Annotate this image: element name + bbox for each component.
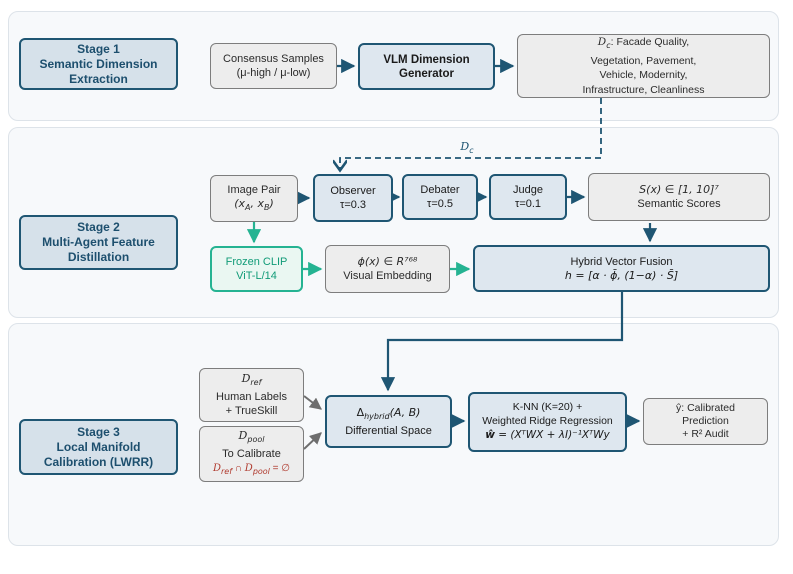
delta-symbol: Δ bbox=[356, 405, 365, 419]
dimension-set-box: Dc: Facade Quality, Vegetation, Pavement… bbox=[517, 34, 770, 98]
dpool-symbol: D bbox=[238, 429, 248, 442]
image-pair-box: Image Pair (xA, xB) bbox=[210, 175, 298, 222]
frozen-clip-box: Frozen CLIP ViT-L/14 bbox=[210, 246, 303, 292]
ridge-formula: ŵ = (XᵀWX + λI)⁻¹XᵀWy bbox=[485, 429, 610, 442]
differential-space-box: Δhybrid(A, B) Differential Space bbox=[325, 395, 452, 448]
dpool-box: Dpool To Calibrate Dref ∩ Dpool = ∅ bbox=[199, 426, 304, 482]
consensus-samples-box: Consensus Samples (μ-high / μ-low) bbox=[210, 43, 337, 89]
judge-agent-box: Judge τ=0.1 bbox=[489, 174, 567, 220]
stage3-label: Stage 3 Local Manifold Calibration (LWRR… bbox=[19, 419, 178, 475]
knn-ridge-box: K-NN (K=20) + Weighted Ridge Regression … bbox=[468, 392, 627, 452]
disjoint-constraint: Dref ∩ Dpool = ∅ bbox=[212, 463, 291, 476]
semantic-scores-box: S(x) ∈ [1, 10]⁷ Semantic Scores bbox=[588, 173, 770, 221]
visual-embedding-box: ϕ(x) ∈ R⁷⁶⁸ Visual Embedding bbox=[325, 245, 450, 293]
vlm-generator-box: VLM Dimension Generator bbox=[358, 43, 495, 90]
debater-agent-box: Debater τ=0.5 bbox=[402, 174, 478, 220]
dc-edge-label: Dc bbox=[460, 140, 474, 155]
dref-box: Dref Human Labels + TrueSkill bbox=[199, 368, 304, 422]
observer-agent-box: Observer τ=0.3 bbox=[313, 174, 393, 222]
hybrid-fusion-box: Hybrid Vector Fusion h = [α · ϕ̄, (1−α) … bbox=[473, 245, 770, 292]
calibrated-output-box: ŷ: Calibrated Prediction + R² Audit bbox=[643, 398, 768, 445]
dc-symbol: D bbox=[597, 36, 607, 48]
dc-edge-symbol: D bbox=[460, 140, 470, 153]
stage2-label: Stage 2 Multi-Agent Feature Distillation bbox=[19, 215, 178, 270]
dref-symbol: D bbox=[241, 372, 251, 385]
stage1-label: Stage 1 Semantic Dimension Extraction bbox=[19, 38, 178, 90]
